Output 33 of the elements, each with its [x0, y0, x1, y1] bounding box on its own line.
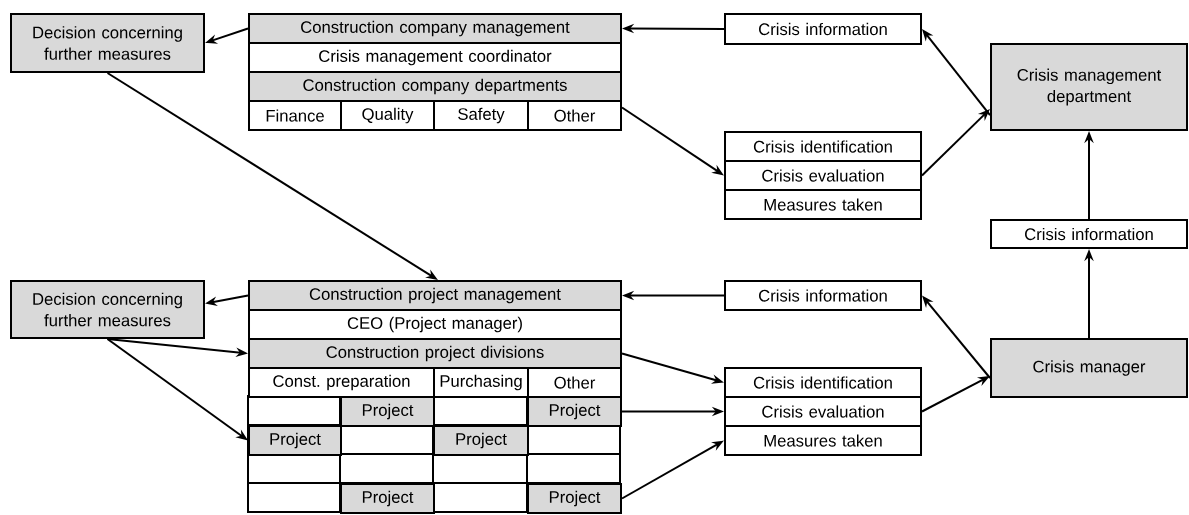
table-cell: Project — [340, 396, 435, 427]
table-cell: Project — [527, 396, 622, 427]
table-cell: Project — [248, 425, 342, 456]
table-row: Crisis identification — [724, 131, 922, 162]
department-box: Crisis management department — [990, 43, 1188, 131]
table-cell: Project — [340, 483, 435, 514]
table-row: Construction company departments — [248, 71, 622, 102]
table-row: Crisis identification — [724, 367, 922, 398]
table-cell: Purchasing — [433, 367, 529, 398]
table-row: Crisis evaluation — [724, 396, 922, 427]
table-cell: Safety — [433, 100, 529, 131]
table-row: CEO (Project manager) — [248, 309, 622, 340]
table-row: Construction company management — [248, 13, 622, 44]
table-row: Measures taken — [724, 189, 922, 220]
table-cell: Other — [527, 100, 622, 131]
info-box: Crisis information — [990, 219, 1188, 249]
table-row: Crisis management coordinator — [248, 42, 622, 73]
table-cell: Project — [433, 425, 529, 456]
table-cell: Quality — [340, 100, 435, 131]
table-row: Construction project divisions — [248, 338, 622, 369]
manager-box: Crisis manager — [990, 338, 1188, 398]
arrow — [921, 109, 990, 177]
info-box: Crisis information — [724, 280, 922, 311]
table-cell: Const. preparation — [248, 367, 435, 398]
table-row: Construction project management — [248, 280, 622, 311]
info-box: Crisis information — [724, 13, 922, 45]
table-row: Crisis evaluation — [724, 160, 922, 191]
decision-box: Decision concerning further measures — [10, 13, 205, 73]
table-row: Measures taken — [724, 425, 922, 456]
table-cell: Finance — [248, 100, 342, 131]
table-cell: Other — [527, 367, 622, 398]
table-cell: Project — [527, 483, 622, 514]
decision-box: Decision concerning further measures — [10, 280, 205, 339]
